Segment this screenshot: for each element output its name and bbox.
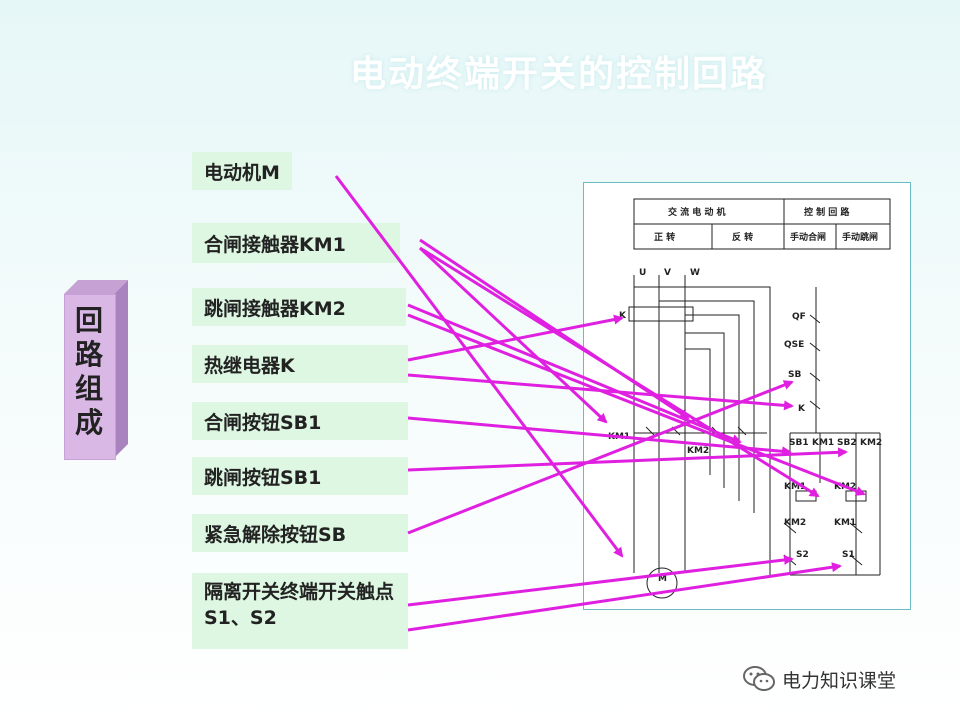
- schematic-label-row-km2: KM2: [860, 438, 882, 448]
- schematic-label-k2: K: [798, 404, 806, 414]
- schematic-header-reverse: 反 转: [732, 231, 753, 243]
- side-label-char-1: 路: [74, 338, 103, 371]
- control-circuit-schematic: 交 流 电 动 机 控 制 回 路 正 转 反 转 手动合闸 手动跳闸 U V …: [583, 182, 911, 610]
- schematic-label-qf: QF: [792, 312, 806, 322]
- schematic-header-manual-close: 手动合闸: [790, 231, 826, 243]
- side-label-char-3: 成: [74, 406, 103, 439]
- label-emergency-button-sb: 紧急解除按钮SB: [192, 514, 408, 552]
- schematic-label-motor: M: [658, 574, 667, 584]
- side-box-top-face: [64, 280, 128, 294]
- side-label-box: 回路组成: [64, 280, 128, 460]
- label-isolator-contacts-s1-s2: 隔离开关终端开关触点S1、S2: [192, 573, 408, 649]
- arrow-sb1-close: [407, 416, 792, 457]
- label-thermal-relay-k: 热继电器K: [192, 345, 408, 383]
- label-trip-button-sb1: 跳闸按钮SB1: [192, 457, 408, 495]
- schematic-phase-w: W: [690, 268, 700, 278]
- schematic-header-manual-trip: 手动跳闸: [842, 231, 878, 243]
- schematic-label-s1: S1: [842, 550, 855, 560]
- slide-title: 电动终端开关的控制回路: [350, 54, 769, 95]
- schematic-label-sb: SB: [788, 370, 801, 380]
- side-box-right-face: [114, 280, 128, 458]
- arrow-s2: [407, 554, 794, 607]
- schematic-header-control: 控 制 回 路: [804, 206, 850, 218]
- side-label-text: 回路组成: [64, 304, 114, 440]
- schematic-header-motor: 交 流 电 动 机: [668, 206, 726, 218]
- arrow-km2-a: [407, 303, 742, 444]
- side-box-front-face: [64, 294, 116, 460]
- label-close-contactor-km1: 合闸接触器KM1: [192, 223, 400, 263]
- schematic-phase-v: V: [664, 268, 671, 278]
- side-label-char-2: 组: [74, 372, 103, 405]
- schematic-label-s2: S2: [796, 550, 809, 560]
- arrow-motor: [334, 175, 624, 558]
- schematic-header-forward: 正 转: [654, 231, 675, 243]
- schematic-label-row-sb1: SB1: [789, 438, 809, 448]
- arrow-sb: [407, 380, 794, 535]
- schematic-phase-u: U: [639, 268, 646, 278]
- arrow-km1-b: [418, 246, 608, 424]
- arrow-s1: [407, 562, 842, 632]
- schematic-label-km2-mid: KM2: [687, 446, 709, 456]
- schematic-label-contact-km2: KM2: [784, 518, 806, 528]
- schematic-label-qse: QSE: [784, 340, 804, 350]
- watermark-text: 电力知识课堂: [782, 669, 897, 692]
- schematic-label-coil-km1: KM1: [784, 482, 806, 492]
- watermark: 电力知识课堂: [742, 664, 896, 694]
- label-close-button-sb1: 合闸按钮SB1: [192, 402, 408, 440]
- label-motor: 电动机M: [192, 152, 292, 190]
- schematic-label-row-sb2: SB2: [837, 438, 857, 448]
- arrow-relay-b: [407, 373, 794, 411]
- schematic-label-row-km1: KM1: [812, 438, 834, 448]
- schematic-label-contact-km1: KM1: [834, 518, 856, 528]
- arrow-km1-c: [419, 246, 820, 498]
- side-label-char-0: 回: [74, 304, 103, 337]
- label-trip-contactor-km2: 跳闸接触器KM2: [192, 288, 406, 326]
- wechat-icon: [743, 666, 775, 691]
- arrow-sb1-trip: [407, 447, 848, 472]
- arrow-relay-a: [407, 314, 624, 362]
